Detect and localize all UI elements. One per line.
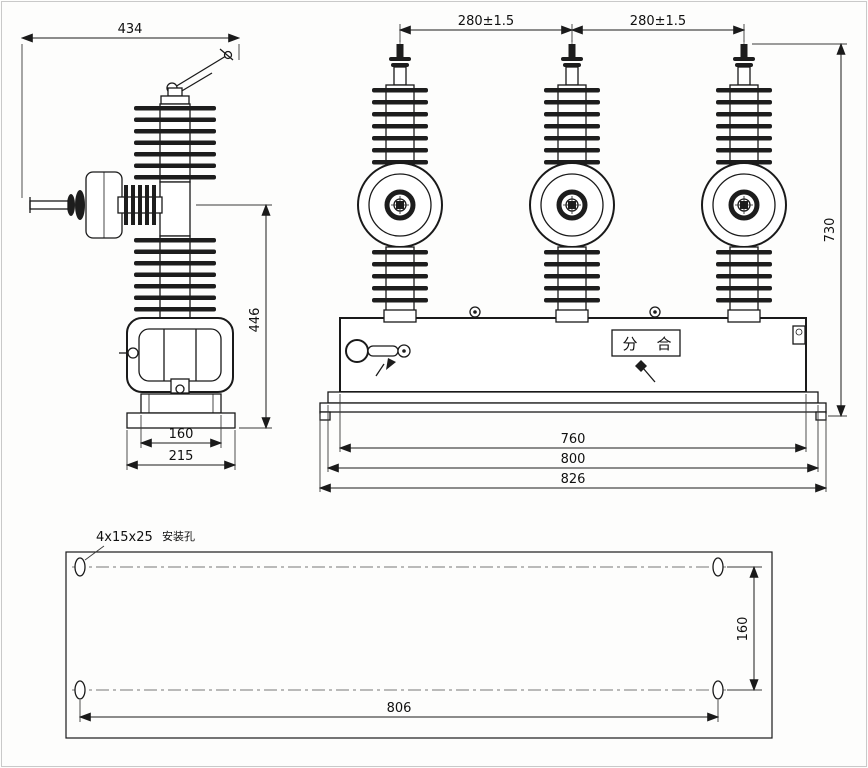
open-close-indicator: 分 合 (611, 329, 681, 383)
dim-434: 434 (20, 22, 241, 198)
mounting-hole (712, 680, 724, 700)
dim-730: 730 (752, 42, 847, 418)
dim-label-826: 826 (561, 472, 586, 487)
dim-label-800: 800 (561, 452, 586, 467)
dim-160-base: 160 (139, 415, 223, 448)
indicator-open-label: 分 (622, 335, 637, 353)
dim-280-right: 280±1.5 (570, 14, 746, 42)
pole-left (358, 40, 442, 322)
mounting-outline (65, 551, 773, 739)
side-bushing (29, 171, 163, 239)
side-view: 434 446 160 215 (20, 22, 272, 470)
holes-label-cn: 安装孔 (162, 529, 195, 543)
dim-label-730: 730 (823, 218, 838, 243)
holes-label: 4x15x25 (96, 530, 153, 545)
pole-right (702, 40, 786, 322)
dim-215: 215 (125, 430, 237, 470)
dim-826: 826 (318, 414, 828, 493)
dim-label-160-holes: 160 (736, 617, 751, 642)
dim-760: 760 (338, 394, 808, 453)
dim-label-760: 760 (561, 432, 586, 447)
frame-tank (319, 306, 827, 421)
pole-middle (530, 40, 614, 322)
dim-label-280-right: 280±1.5 (630, 14, 686, 29)
dim-800: 800 (326, 405, 820, 473)
dim-280-left: 280±1.5 (398, 14, 574, 42)
mounting-hole (712, 557, 724, 577)
side-base-plate (126, 393, 236, 429)
dim-label-160-base: 160 (169, 427, 194, 442)
indicator-close-label: 合 (656, 335, 671, 353)
mounting-hole (74, 680, 86, 700)
manual-trip-mechanism (345, 339, 411, 377)
dim-446: 446 (196, 203, 272, 430)
dim-label-434: 434 (118, 22, 143, 37)
front-view: 分 合 280±1.5 280±1.5 730 (318, 14, 847, 493)
dim-160-holes: 160 (727, 565, 762, 692)
dim-label-446: 446 (248, 308, 263, 333)
mounting-plan: 4x15x25 安装孔 806 160 (65, 529, 773, 739)
dim-label-280-left: 280±1.5 (458, 14, 514, 29)
mounting-hole (74, 557, 86, 577)
holes-callout: 4x15x25 安装孔 (84, 529, 195, 561)
side-pole (134, 87, 216, 319)
side-bracket (119, 317, 234, 394)
dim-label-215: 215 (169, 449, 194, 464)
dim-806: 806 (78, 700, 720, 722)
dim-label-806: 806 (387, 701, 412, 716)
